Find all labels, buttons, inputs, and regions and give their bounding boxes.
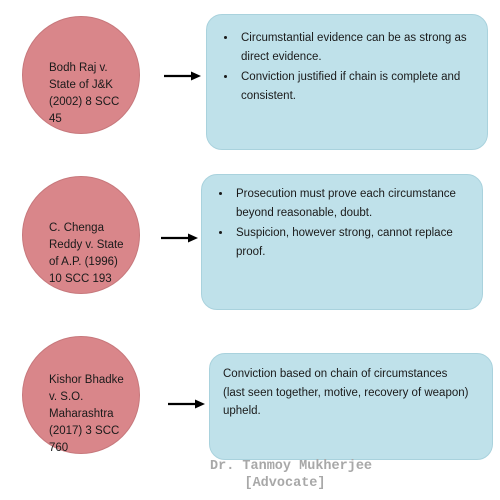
author-watermark: Dr. Tanmoy Mukherjee [Advocate]	[210, 458, 373, 492]
right-arrow-icon	[168, 399, 205, 409]
holding-point: Circumstantial evidence can be as strong…	[237, 29, 475, 66]
watermark-name: Dr. Tanmoy Mukherjee	[210, 459, 373, 474]
case-citation: C. Chenga Reddy v. State of A.P. (1996) …	[49, 222, 124, 285]
right-arrow-icon	[161, 233, 198, 243]
holding-summary: Conviction based on chain of circumstanc…	[223, 368, 469, 417]
case-citation: Bodh Raj v. State of J&K (2002) 8 SCC 45	[49, 62, 120, 125]
case-holding-box-chenga-reddy: Prosecution must prove each circumstance…	[201, 174, 483, 310]
holding-point: Suspicion, however strong, cannot replac…	[232, 224, 470, 261]
case-circle-chenga-reddy: C. Chenga Reddy v. State of A.P. (1996) …	[22, 176, 140, 294]
right-arrow-icon	[164, 71, 201, 81]
case-circle-bodh-raj: Bodh Raj v. State of J&K (2002) 8 SCC 45	[22, 16, 140, 134]
holding-list: Prosecution must prove each circumstance…	[202, 185, 470, 261]
case-holding-box-bodh-raj: Circumstantial evidence can be as strong…	[206, 14, 488, 150]
case-circle-kishor-bhadke: Kishor Bhadke v. S.O. Maharashtra (2017)…	[22, 336, 140, 454]
holding-list: Circumstantial evidence can be as strong…	[207, 29, 475, 105]
holding-point: Conviction justified if chain is complet…	[237, 68, 475, 105]
arrow-row-1	[163, 66, 203, 86]
arrow-row-3	[167, 394, 207, 414]
watermark-title: [Advocate]	[244, 476, 326, 491]
case-citation: Kishor Bhadke v. S.O. Maharashtra (2017)…	[49, 374, 124, 454]
holding-point: Prosecution must prove each circumstance…	[232, 185, 470, 222]
arrow-row-2	[160, 228, 200, 248]
case-holding-box-kishor-bhadke: Conviction based on chain of circumstanc…	[209, 353, 493, 460]
